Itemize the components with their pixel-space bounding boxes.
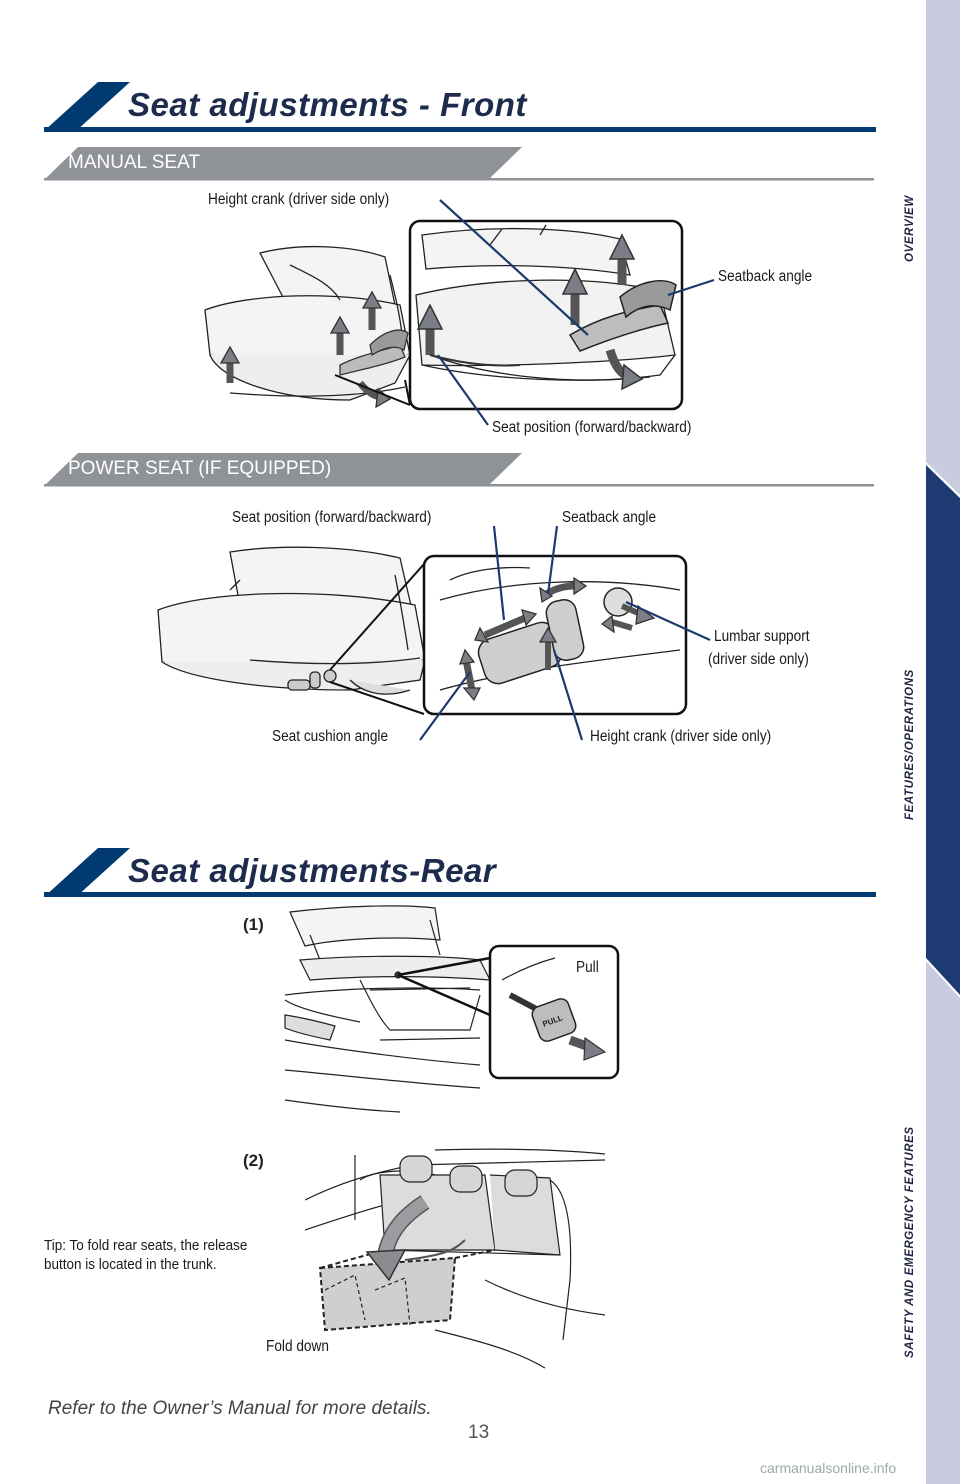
power-callout-lines [419, 525, 711, 741]
owners-manual-footnote: Refer to the Owner’s Manual for more det… [48, 1398, 432, 1419]
power-lumbar-label-line2: (driver side only) [708, 651, 809, 668]
rear-seat-fold-illustration [305, 1148, 605, 1369]
power-seat-subtitle: POWER SEAT (IF EQUIPPED) [68, 458, 332, 479]
sidebar-active-tab-shape [926, 462, 960, 998]
rear-section-title: Seat adjustments-Rear [128, 852, 497, 889]
power-lumbar-label-line1: Lumbar support [714, 628, 810, 645]
power-seat-illustration [157, 546, 688, 716]
power-seatback-angle-label: Seatback angle [562, 509, 657, 526]
manual-seat-subtitle: MANUAL SEAT [68, 152, 200, 173]
manual-seat-position-label: Seat position (forward/backward) [492, 419, 692, 436]
power-seat-band [44, 453, 874, 487]
step-2-number: (2) [243, 1151, 264, 1170]
power-seat-position-label: Seat position (forward/backward) [232, 509, 432, 526]
power-height-crank-label: Height crank (driver side only) [590, 728, 772, 745]
pull-label: Pull [576, 959, 599, 976]
page-number: 13 [468, 1422, 490, 1443]
front-section-title: Seat adjustments - Front [128, 86, 527, 123]
manual-seatback-angle-label: Seatback angle [718, 268, 813, 285]
rear-header-graphics [44, 848, 876, 897]
trunk-release-illustration: PULL [284, 905, 620, 1113]
manual-callout-lines [437, 199, 715, 426]
sidebar-tab-safety-emergency[interactable]: SAFETY AND EMERGENCY FEATURES [904, 1126, 916, 1358]
sidebar-tab-overview[interactable]: OVERVIEW [904, 195, 916, 262]
rear-fold-tip: Tip: To fold rear seats, the release but… [44, 1237, 248, 1273]
power-cushion-angle-label: Seat cushion angle [272, 728, 389, 745]
watermark: carmanualsonline.info [760, 1460, 897, 1476]
front-header-graphics [44, 82, 876, 181]
sidebar-tab-features-operations[interactable]: FEATURES/OPERATIONS [904, 669, 916, 820]
step-1-number: (1) [243, 915, 264, 934]
manual-seat-illustration [204, 219, 684, 411]
fold-down-label: Fold down [266, 1338, 329, 1355]
manual-height-crank-label: Height crank (driver side only) [208, 191, 390, 208]
